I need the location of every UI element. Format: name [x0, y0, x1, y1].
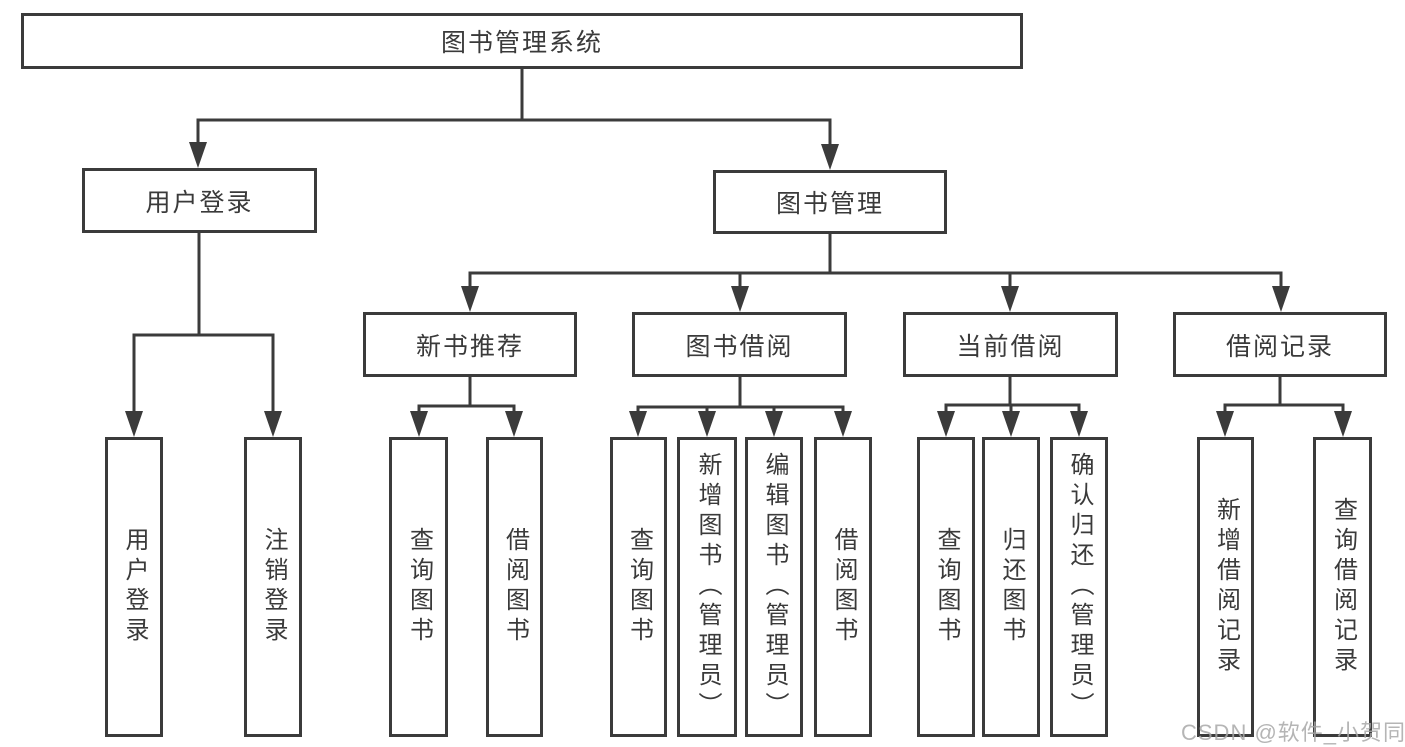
leaf-add-books-admin: 新增图书（管理员） [677, 437, 737, 737]
node-library-management-system: 图书管理系统 [21, 13, 1023, 69]
csdn-watermark: CSDN @软件_小贺同学 [1181, 720, 1405, 745]
leaf-current-query-books-label: 查询图书 [933, 527, 960, 647]
leaf-user-login: 用户登录 [105, 437, 163, 737]
leaf-query-borrow-record-label: 查询借阅记录 [1329, 497, 1357, 677]
leaf-recommend-borrow-books-label: 借阅图书 [501, 527, 529, 647]
leaf-add-borrow-record-label: 新增借阅记录 [1212, 497, 1240, 677]
leaf-edit-books-admin-label: 编辑图书（管理员） [761, 452, 788, 722]
leaf-borrow-query-books-label: 查询图书 [625, 527, 653, 647]
node-book-borrowing: 图书借阅 [632, 312, 847, 377]
leaf-logout-label: 注销登录 [260, 527, 287, 647]
leaf-return-books-label: 归还图书 [998, 527, 1025, 647]
leaf-recommend-query-books-label: 查询图书 [405, 527, 433, 647]
node-current-borrowing: 当前借阅 [903, 312, 1118, 377]
node-user-login: 用户登录 [82, 168, 317, 233]
leaf-query-borrow-record: 查询借阅记录 [1313, 437, 1372, 737]
leaf-logout: 注销登录 [244, 437, 302, 737]
leaf-user-login-label: 用户登录 [121, 527, 148, 647]
leaf-current-query-books: 查询图书 [917, 437, 975, 737]
leaf-add-books-admin-label: 新增图书（管理员） [694, 452, 721, 722]
leaf-confirm-return-admin-label: 确认归还（管理员） [1066, 452, 1093, 722]
leaf-recommend-query-books: 查询图书 [389, 437, 448, 737]
node-book-management: 图书管理 [713, 170, 947, 234]
leaf-borrow-books-label: 借阅图书 [830, 527, 857, 647]
leaf-recommend-borrow-books: 借阅图书 [486, 437, 543, 737]
node-new-book-recommend: 新书推荐 [363, 312, 577, 377]
leaf-borrow-query-books: 查询图书 [610, 437, 667, 737]
leaf-edit-books-admin: 编辑图书（管理员） [745, 437, 803, 737]
node-borrowing-records: 借阅记录 [1173, 312, 1387, 377]
leaf-add-borrow-record: 新增借阅记录 [1197, 437, 1254, 737]
arrowheads [125, 142, 1352, 437]
leaf-confirm-return-admin: 确认归还（管理员） [1050, 437, 1108, 737]
leaf-return-books: 归还图书 [982, 437, 1040, 737]
leaf-borrow-books: 借阅图书 [814, 437, 872, 737]
